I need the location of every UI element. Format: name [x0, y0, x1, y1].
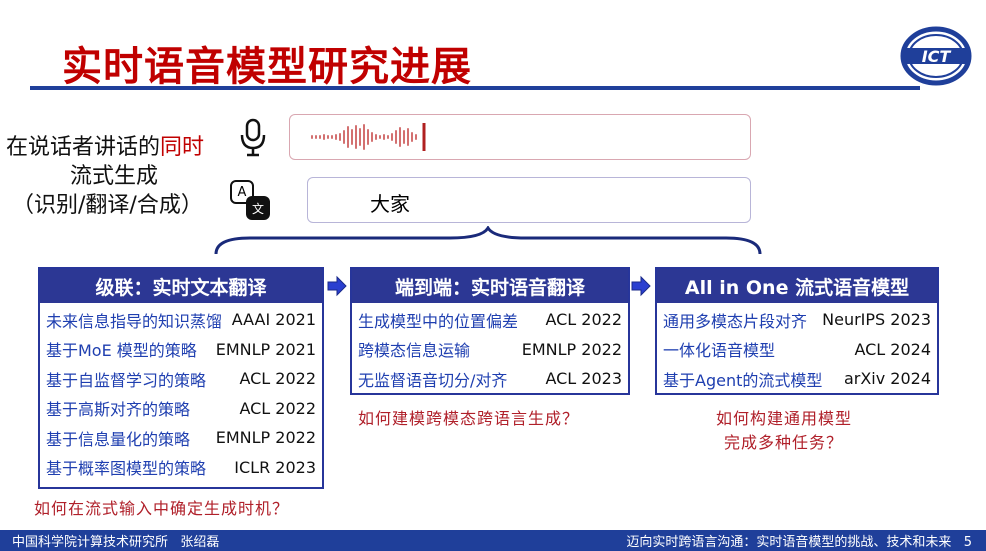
logo-text: ICT [922, 47, 952, 66]
slide-title: 实时语音模型研究进展 [62, 44, 472, 90]
question-general-model-line1: 如何构建通用模型 [716, 409, 853, 428]
microphone-icon [240, 118, 266, 157]
footer-institute: 中国科学院计算技术研究所 张绍磊 [12, 535, 220, 550]
question-timing: 如何在流式输入中确定生成时机？ [34, 499, 290, 518]
waveform-icon [311, 123, 426, 151]
question-general-model-line2: 完成多种任务？ [724, 433, 844, 452]
caption-simultaneous: 同时 [160, 135, 205, 160]
curly-brace [214, 226, 762, 255]
streaming-caption-line3: （识别/翻译/合成） [12, 193, 203, 218]
translate-icon: A 文 [230, 180, 274, 222]
title-underline [30, 86, 920, 90]
cascade-box-title: 级联：实时文本翻译 [40, 269, 322, 303]
caption-speaking: 在说话者讲话的 [6, 135, 161, 160]
end-to-end-box-title: 端到端：实时语音翻译 [352, 269, 628, 303]
arrow-right-icon [327, 275, 347, 297]
output-text-bubble: 大家 [307, 177, 751, 223]
output-text: 大家 [370, 192, 410, 216]
all-in-one-box-title: All in One 流式语音模型 [657, 269, 937, 303]
audio-input-bubble [289, 114, 751, 160]
streaming-caption-line2: 流式生成 [70, 164, 159, 189]
footer-talk-title: 迈向实时跨语言沟通：实时语音模型的挑战、技术和未来 5 [626, 535, 972, 550]
ict-logo: ICT [900, 26, 972, 86]
footer-bar: 中国科学院计算技术研究所 张绍磊 迈向实时跨语言沟通：实时语音模型的挑战、技术和… [0, 530, 986, 551]
question-cross-modal: 如何建模跨模态跨语言生成？ [358, 409, 580, 428]
streaming-caption-line1: 在说话者讲话的同时 [6, 129, 204, 161]
arrow-right-icon [631, 275, 651, 297]
translate-b: 文 [246, 196, 270, 220]
